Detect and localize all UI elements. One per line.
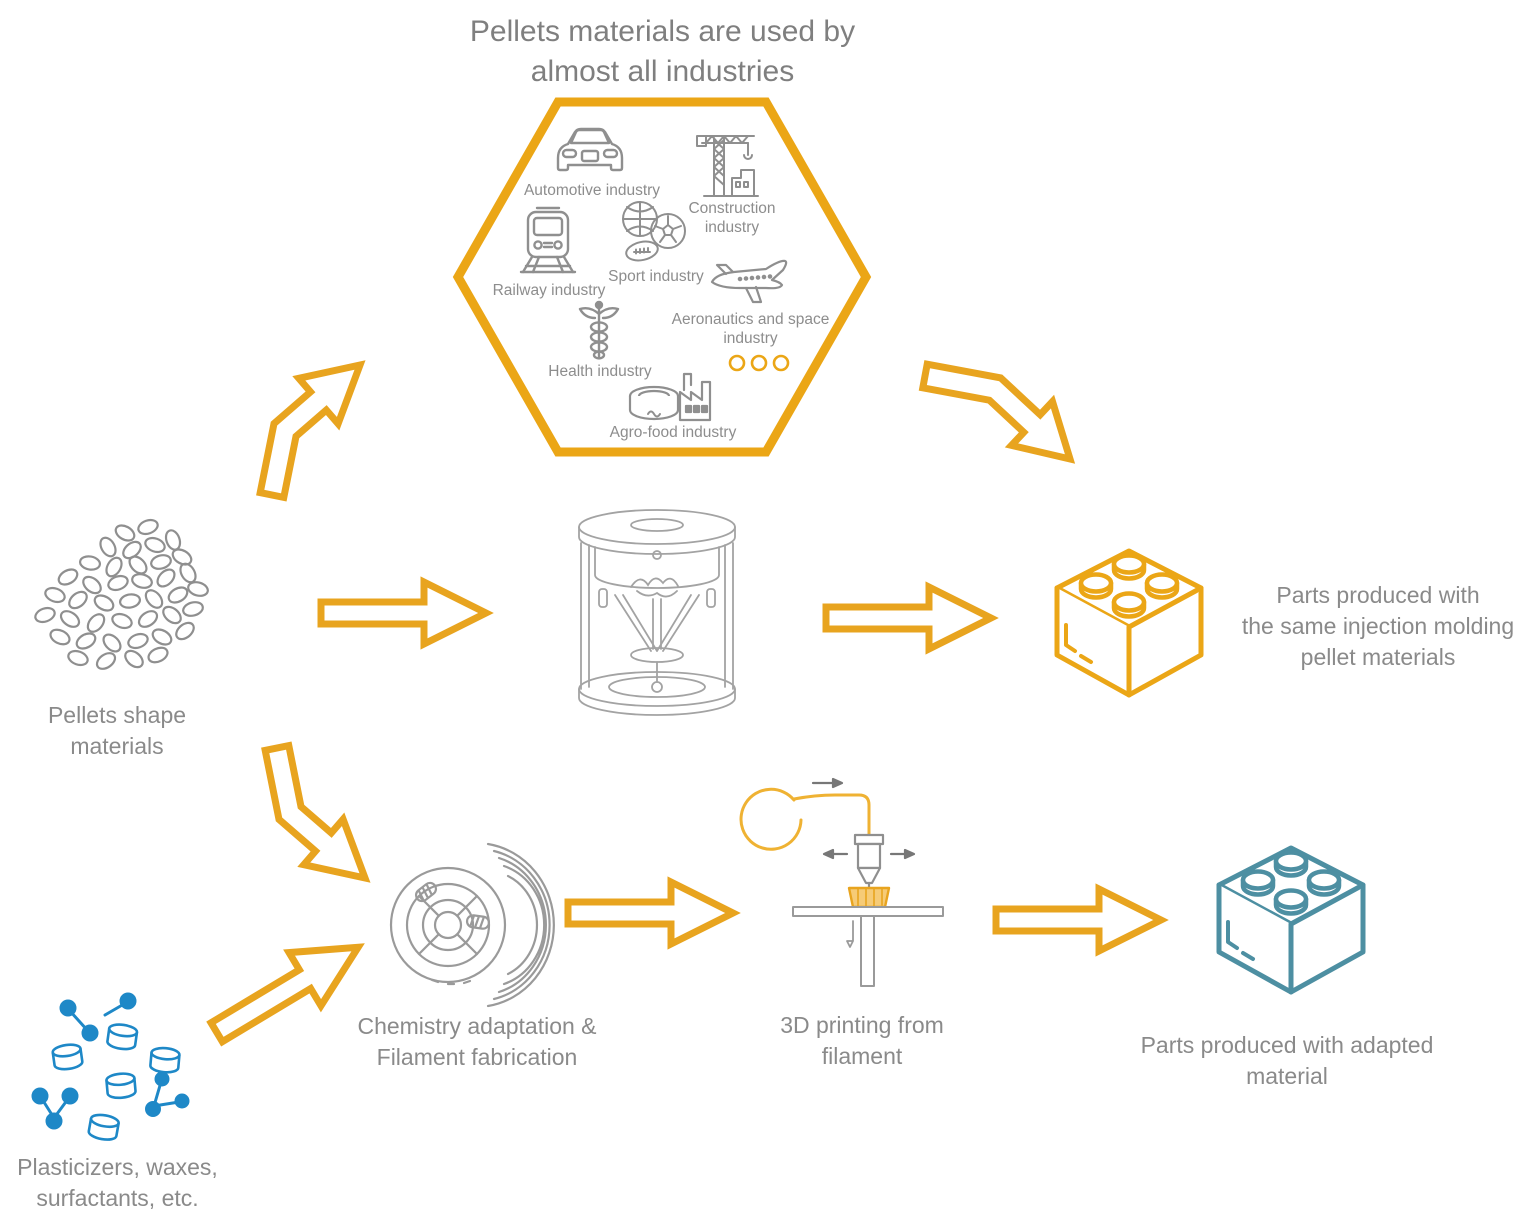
industries-hexagon	[452, 97, 872, 457]
caduceus-icon	[578, 300, 620, 360]
construction-crane-icon	[696, 135, 759, 197]
car-icon	[556, 127, 624, 172]
ellipsis-dots-icon	[728, 354, 790, 372]
train-icon	[519, 206, 577, 274]
arrow-chemistry-to-printing-icon	[564, 876, 741, 950]
injection-parts-label: Parts produced with the same injection m…	[1241, 582, 1515, 670]
industry-label-aeronautics: Aeronautics and space industry	[671, 311, 830, 347]
injection-molded-brick-icon	[1054, 548, 1204, 698]
page-title-line2: almost all industries	[530, 54, 795, 88]
filament-spool-icon	[389, 842, 555, 1008]
arrow-industries-to-parts-icon	[918, 360, 1076, 464]
industry-label-sport: Sport industry	[608, 268, 704, 285]
page-title: Pellets materials are used by almost all…	[390, 12, 935, 91]
arrow-printer-to-parts-icon	[822, 581, 999, 655]
airplane-icon	[710, 259, 788, 304]
adapted-material-brick-icon	[1216, 845, 1366, 995]
industry-label-health: Health industry	[548, 363, 652, 380]
pellets-label: Pellets shape materials	[47, 702, 187, 759]
filament-printing-label: 3D printing from filament	[780, 1012, 944, 1069]
arrow-pellets-to-industries-icon	[256, 360, 366, 502]
sport-balls-icon	[622, 201, 686, 262]
arrow-printing-to-adapted-parts-icon	[992, 883, 1169, 957]
industry-label-railway: Railway industry	[492, 282, 606, 299]
chemistry-label: Chemistry adaptation & Filament fabricat…	[357, 1013, 597, 1070]
adapted-parts-label: Parts produced with adapted material	[1140, 1032, 1434, 1089]
agro-food-factory-icon	[628, 372, 712, 422]
arrow-pellets-to-chemistry-icon	[261, 741, 371, 883]
pellets-cluster-icon	[34, 518, 209, 670]
molecules-icon	[31, 992, 190, 1141]
industry-label-agrofood: Agro-food industry	[609, 424, 737, 441]
page-title-line1: Pellets materials are used by	[469, 15, 856, 48]
fdm-printer-icon	[739, 777, 944, 987]
industry-label-construction: Construction industry	[688, 200, 776, 236]
arrow-pellets-to-printer-icon	[317, 576, 494, 650]
pellet-printer-icon	[578, 509, 736, 716]
industry-label-automotive: Automotive industry	[523, 182, 661, 199]
additives-label: Plasticizers, waxes, surfactants, etc.	[17, 1154, 218, 1211]
arrow-additives-to-chemistry-icon	[206, 943, 365, 1047]
